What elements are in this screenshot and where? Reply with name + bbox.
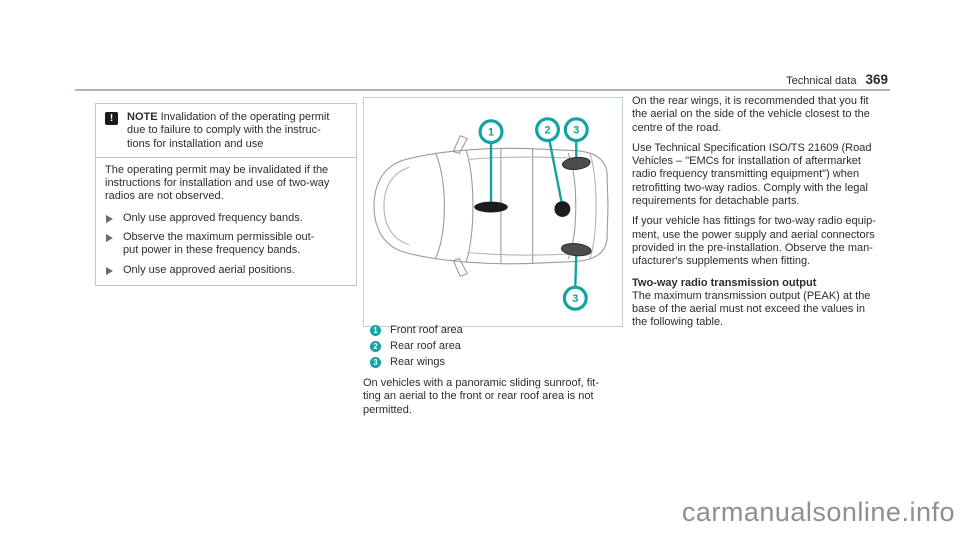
vehicle-top-view-diagram: 1 2 3 3 bbox=[373, 117, 609, 311]
callout-leader-lines bbox=[489, 140, 578, 287]
note-separator bbox=[96, 156, 356, 158]
section-heading: Two-way radio transmission output bbox=[632, 276, 817, 289]
svg-text:3: 3 bbox=[573, 125, 579, 137]
paragraph: If your vehicle has fittings for two-way… bbox=[632, 215, 876, 268]
page-number: 369 bbox=[865, 72, 888, 87]
rear-roof-aerial-marker bbox=[554, 201, 571, 217]
callout-circles: 1 2 3 3 bbox=[478, 117, 589, 311]
car-body-outline bbox=[373, 134, 609, 278]
right-column: On the rear wings, it is recommended tha… bbox=[632, 95, 916, 337]
page-header: Technical data 369 bbox=[560, 72, 888, 87]
side-mirror-left bbox=[452, 134, 468, 155]
rear-wing-aerial-marker-right bbox=[560, 243, 592, 257]
watermark: carmanualsonline.info bbox=[681, 497, 955, 527]
svg-text:3: 3 bbox=[572, 293, 578, 305]
caption-badge-1: 1 bbox=[370, 325, 381, 336]
note-box: ! NOTE Invalidation of the operating per… bbox=[95, 103, 357, 286]
bullet-item: Only use approved aerial positions. bbox=[105, 264, 347, 277]
bullet-item: Observe the maximum permissible out-put … bbox=[105, 231, 347, 258]
front-roof-aerial-marker bbox=[474, 201, 508, 213]
caption-badge-3: 3 bbox=[370, 357, 381, 368]
vehicle-diagram-box: 1 2 3 3 bbox=[363, 97, 623, 327]
side-mirror-right bbox=[452, 257, 468, 278]
exclamation-icon: ! bbox=[105, 112, 118, 125]
rear-wing-aerial-marker-left bbox=[561, 156, 591, 171]
bullet-arrow-icon bbox=[106, 214, 113, 223]
header-rule bbox=[75, 89, 890, 91]
paragraph: Use Technical Specification ISO/TS 21609… bbox=[632, 141, 872, 208]
caption-item: 2 Rear roof area bbox=[370, 340, 630, 353]
note-header: ! NOTE Invalidation of the operating per… bbox=[96, 104, 356, 157]
paragraph: On the rear wings, it is recommended tha… bbox=[632, 95, 870, 134]
svg-text:2: 2 bbox=[544, 125, 550, 137]
svg-text:1: 1 bbox=[488, 127, 494, 139]
note-title: NOTE Invalidation of the operating permi… bbox=[127, 111, 330, 150]
diagram-caption-list: 1 Front roof area 2 Rear roof area 3 Rea… bbox=[370, 324, 630, 372]
bullet-item: Only use approved frequency bands. bbox=[105, 212, 347, 225]
header-section-title: Technical data bbox=[786, 75, 857, 87]
bullet-arrow-icon bbox=[106, 234, 113, 243]
caption-badge-2: 2 bbox=[370, 341, 381, 352]
bullet-arrow-icon bbox=[106, 266, 113, 275]
diagram-note-paragraph: On vehicles with a panoramic sliding sun… bbox=[363, 377, 599, 416]
note-body: The operating permit may be invalidated … bbox=[105, 163, 330, 203]
caption-item: 3 Rear wings bbox=[370, 356, 630, 369]
note-label: NOTE bbox=[127, 111, 158, 123]
caption-item: 1 Front roof area bbox=[370, 324, 630, 337]
note-bullet-list: Only use approved frequency bands. Obser… bbox=[96, 208, 356, 285]
paragraph: The maximum transmission output (PEAK) a… bbox=[632, 289, 871, 329]
